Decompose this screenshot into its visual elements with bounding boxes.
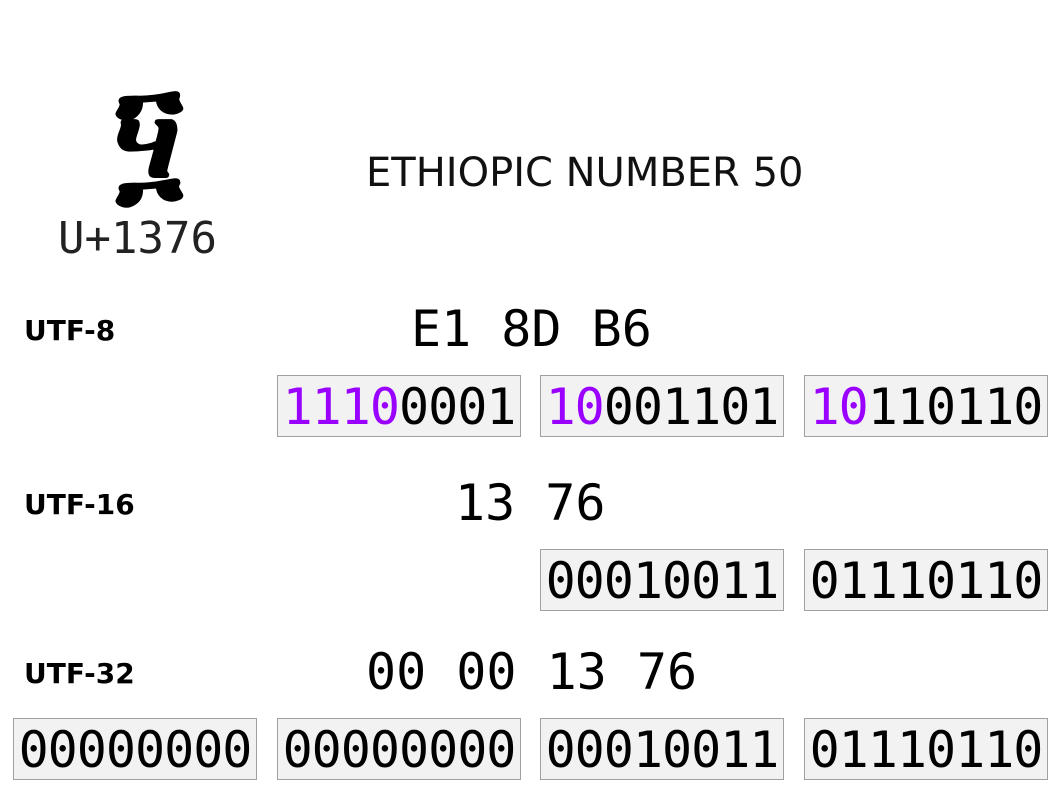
utf16-byte-2: 01110110 (804, 549, 1048, 611)
utf16-label: UTF-16 (24, 488, 135, 521)
utf16-byte-1: 00010011 (540, 549, 784, 611)
character-name: ETHIOPIC NUMBER 50 (366, 150, 804, 196)
utf8-byte-1: 11100001 (277, 375, 521, 437)
utf8-byte-2-prefix: 10 (545, 378, 605, 436)
utf8-hex: E1 8D B6 (411, 300, 652, 358)
utf32-byte-3: 00010011 (540, 718, 784, 780)
ethiopic-glyph: ፶ (112, 54, 184, 218)
utf16-hex: 13 76 (455, 474, 606, 532)
codepoint-label: U+1376 (58, 213, 217, 264)
utf32-hex: 00 00 13 76 (366, 643, 698, 701)
utf32-byte-4: 01110110 (804, 718, 1048, 780)
utf8-label: UTF-8 (24, 314, 116, 347)
utf8-byte-3-rest: 110110 (867, 378, 1044, 436)
utf32-byte-1: 00000000 (13, 718, 257, 780)
utf8-byte-2-rest: 001101 (603, 378, 780, 436)
utf32-byte-2: 00000000 (277, 718, 521, 780)
utf8-byte-3-prefix: 10 (809, 378, 869, 436)
utf8-byte-2: 10001101 (540, 375, 784, 437)
utf8-byte-3: 10110110 (804, 375, 1048, 437)
utf8-byte-1-prefix: 1110 (282, 378, 400, 436)
utf32-label: UTF-32 (24, 657, 135, 690)
utf8-byte-1-rest: 0001 (399, 378, 516, 436)
